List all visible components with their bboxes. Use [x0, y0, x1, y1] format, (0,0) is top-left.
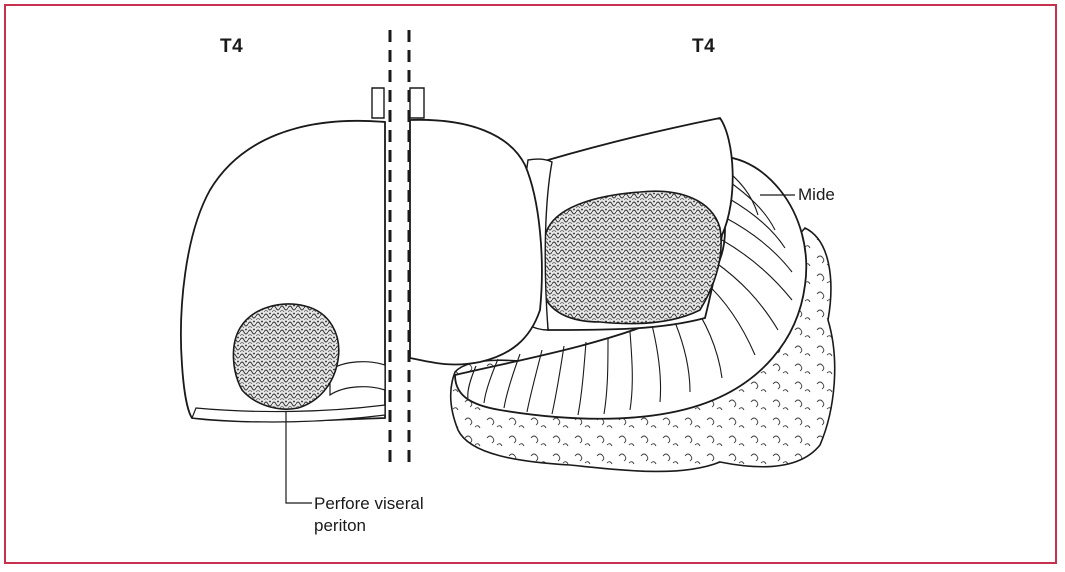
stomach-tumor: [540, 191, 721, 323]
liver-right-lobe: [410, 120, 542, 365]
leader-line-liver: [286, 412, 312, 503]
stage-label-right: T4: [692, 36, 715, 58]
callout-stomach: Mide: [798, 184, 835, 206]
stage-label-left: T4: [220, 36, 243, 58]
callout-liver: Perfore viseral periton: [314, 493, 424, 537]
callout-liver-line1: Perfore viseral: [314, 493, 424, 515]
callout-liver-line2: periton: [314, 515, 424, 537]
liver-tumor: [233, 304, 338, 409]
vessel-stub: [372, 88, 424, 118]
